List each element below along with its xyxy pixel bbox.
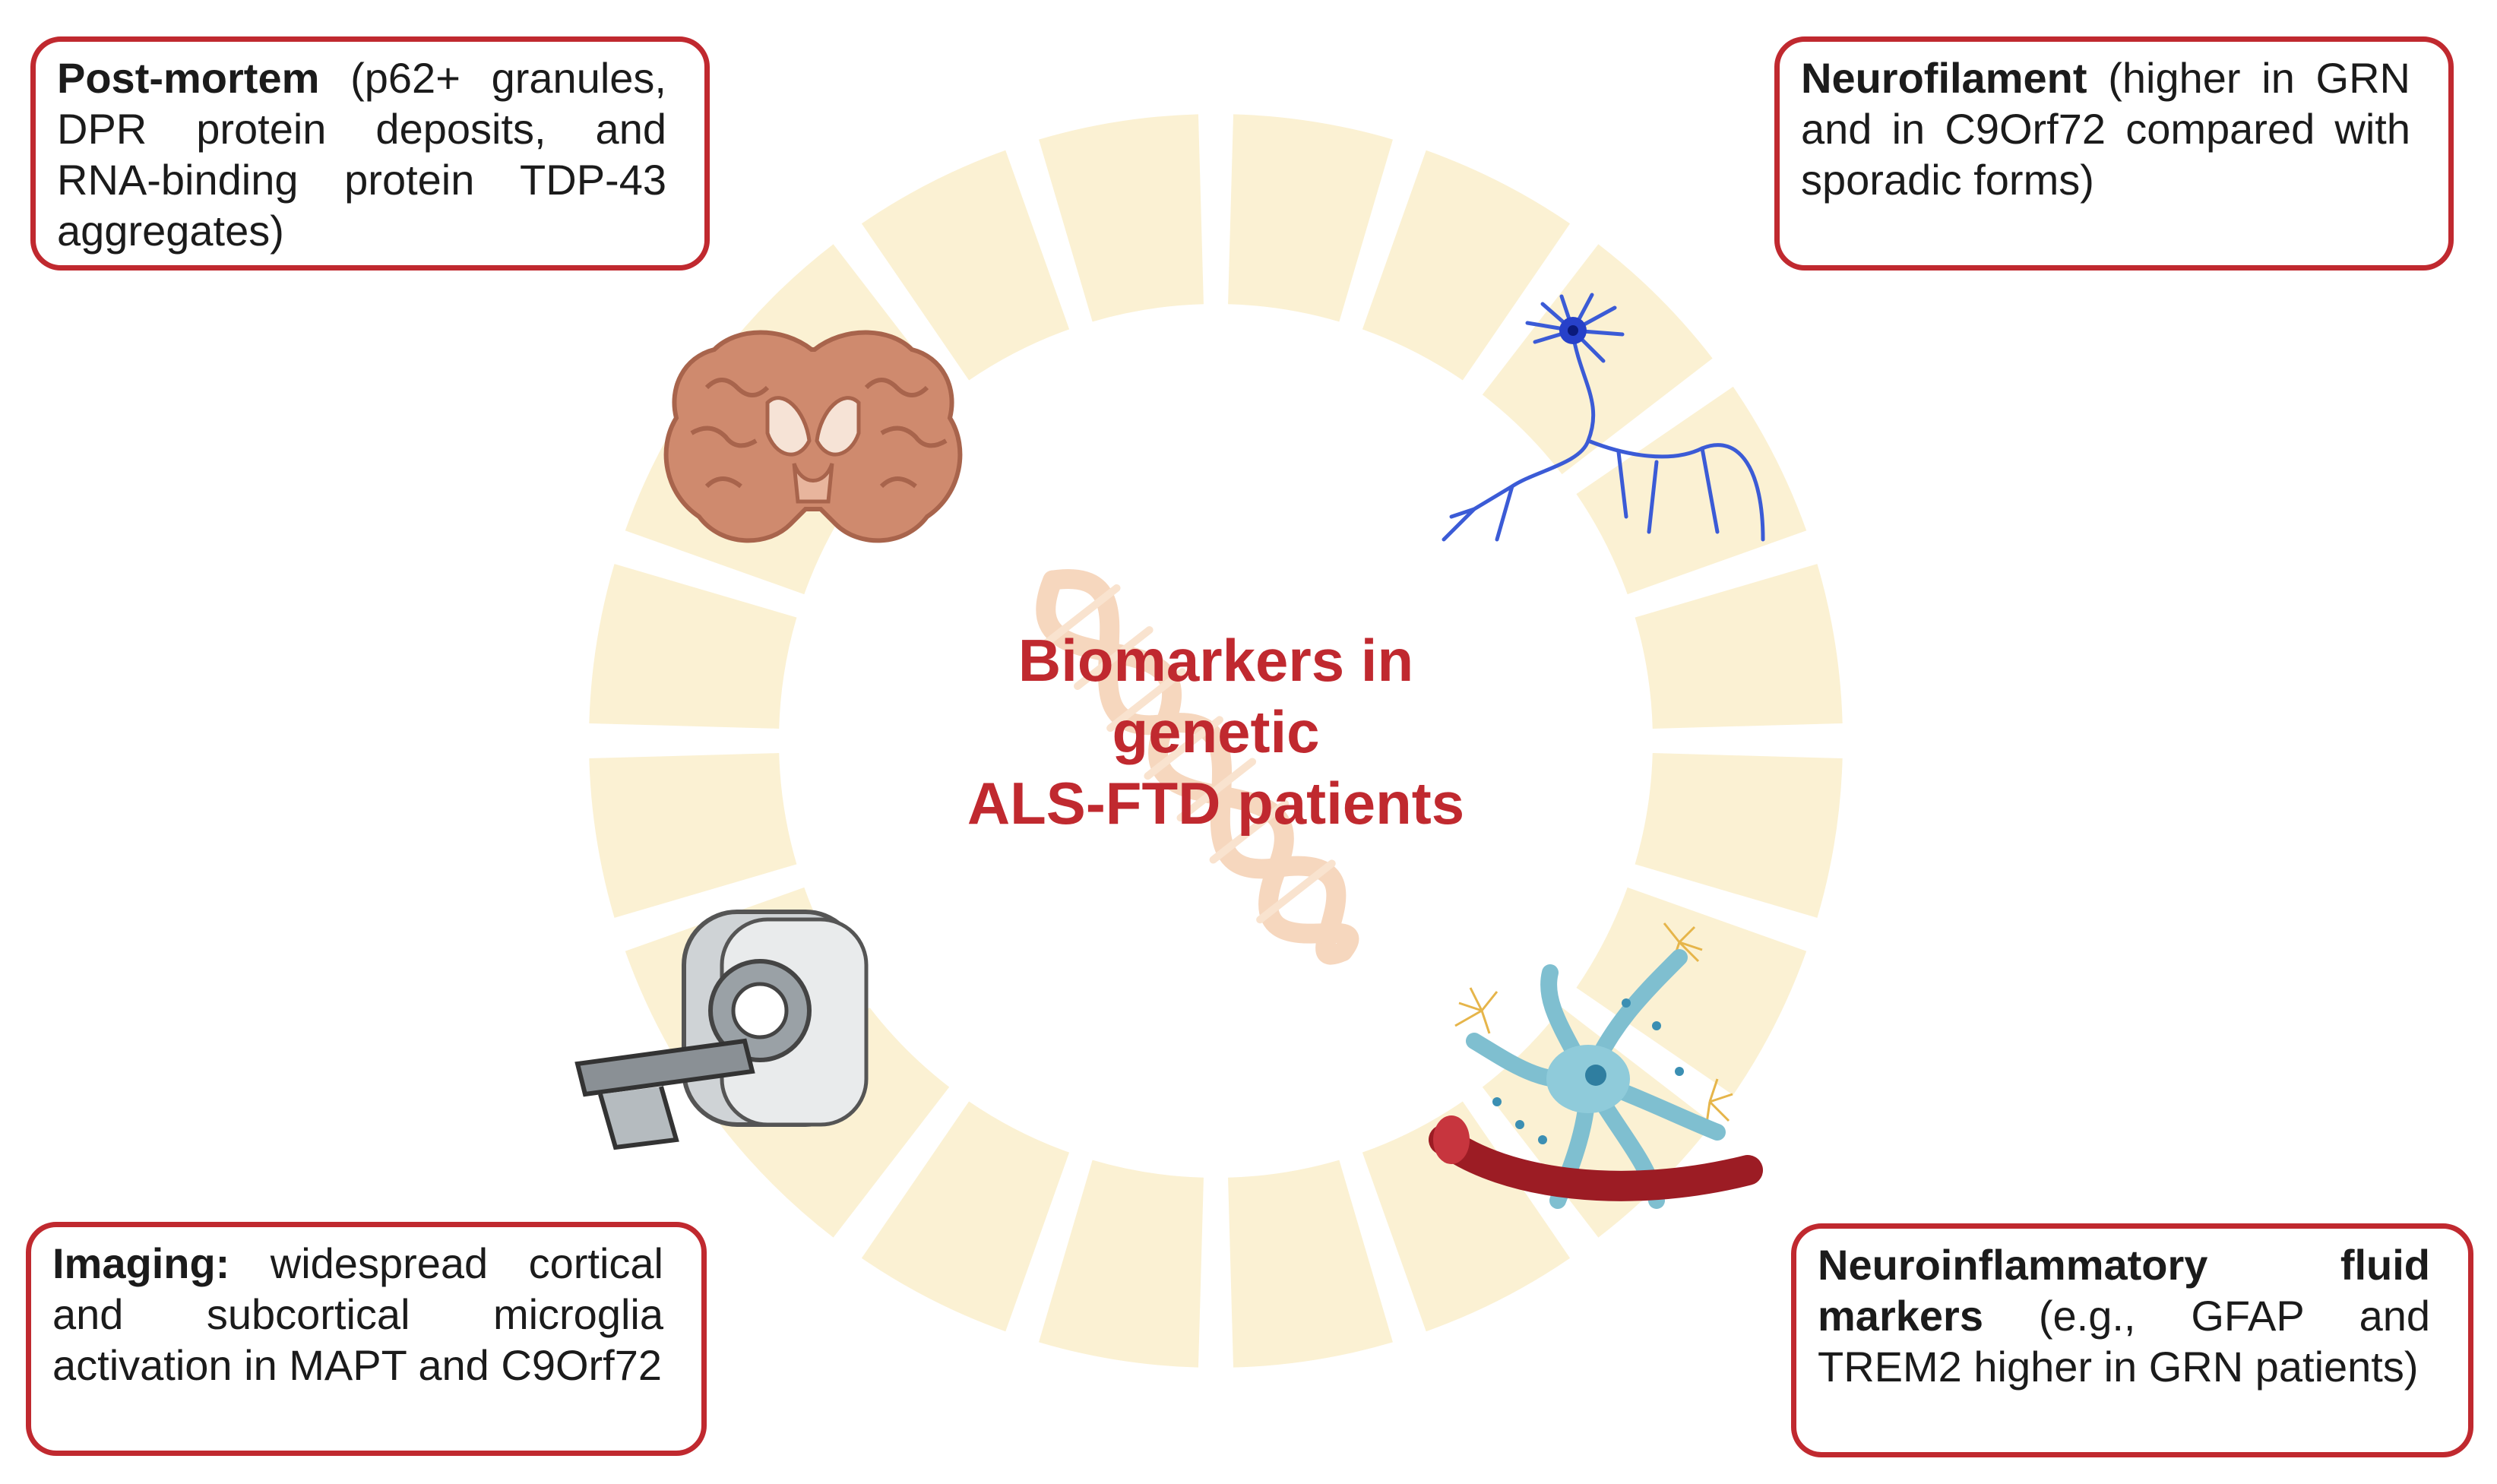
ring-segment bbox=[1039, 114, 1204, 322]
ring-segment bbox=[1635, 753, 1843, 918]
ring-segment bbox=[1228, 114, 1393, 322]
neurofilament-text: (higher in GRN and in C9Orf72 compared w… bbox=[1801, 54, 2410, 204]
neurofilament-box: Neurofilament (higher in GRN and in C9Or… bbox=[1774, 36, 2454, 271]
neuroinflammatory-box: Neuroinflammatory fluid markers (e.g., G… bbox=[1791, 1223, 2473, 1457]
ring-segment bbox=[1362, 150, 1571, 381]
neuroinflammatory-heading: Neuroinflammatory fluid markers bbox=[1818, 1241, 2430, 1340]
center-title-line-1: Biomarkers in bbox=[1017, 627, 1414, 694]
imaging-heading: Imaging: bbox=[52, 1239, 230, 1287]
post-mortem-text: (p62+ granules, DPR protein deposits, an… bbox=[57, 54, 666, 255]
post-mortem-box: Post-mortem (p62+ granules, DPR protein … bbox=[30, 36, 710, 271]
dna-helix-icon bbox=[1036, 569, 1359, 965]
post-mortem-heading: Post-mortem bbox=[57, 54, 320, 102]
center-title-line-3: ALS-FTD patients bbox=[967, 770, 1465, 837]
mri-scanner-icon bbox=[574, 910, 869, 1150]
imaging-text: widespread cortical and subcortical micr… bbox=[52, 1239, 663, 1389]
ring-segment bbox=[861, 1101, 1070, 1332]
ring-segment bbox=[1576, 386, 1807, 595]
neurofilament-heading: Neurofilament bbox=[1801, 54, 2087, 102]
ring-segment bbox=[1039, 1160, 1204, 1368]
ring-segment bbox=[861, 150, 1070, 381]
ring-segment bbox=[1576, 887, 1807, 1096]
neuron-icon bbox=[1442, 293, 1765, 542]
ring-segment bbox=[589, 564, 797, 729]
center-title: Biomarkers in genetic ALS-FTD patients bbox=[881, 625, 1550, 839]
brain-icon bbox=[663, 330, 963, 543]
ring-segment bbox=[1362, 1101, 1571, 1332]
neuroinflammatory-text: (e.g., GFAP and TREM2 higher in GRN pati… bbox=[1818, 1292, 2430, 1391]
imaging-box: Imaging: widespread cortical and subcort… bbox=[26, 1222, 707, 1456]
neuroinflammation-icon bbox=[1429, 922, 1763, 1209]
ring-segment bbox=[1635, 564, 1843, 729]
center-title-line-2: genetic bbox=[1112, 698, 1320, 765]
ring-segment bbox=[1228, 1160, 1393, 1368]
ring-segment bbox=[589, 753, 797, 918]
ring-segment bbox=[1482, 244, 1713, 475]
